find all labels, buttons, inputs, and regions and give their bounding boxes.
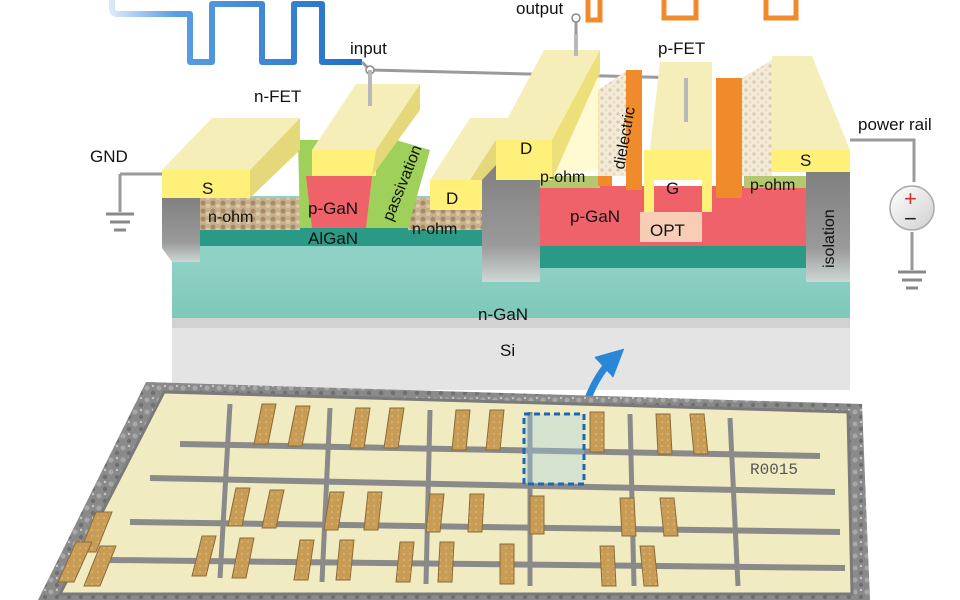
opt-region <box>640 212 702 242</box>
s-right-label: S <box>800 151 811 170</box>
algan-label: AlGaN <box>308 229 358 248</box>
gate-left-electrode <box>312 84 420 150</box>
n-gan-layer <box>172 262 850 318</box>
isolation-right <box>806 170 850 282</box>
svg-text:+: + <box>904 186 917 211</box>
gnd-label: GND <box>90 147 128 166</box>
p-ohm-right-label: p-ohm <box>750 177 795 194</box>
source-right-electrode <box>772 56 850 150</box>
p-gan-right-label: p-GaN <box>570 207 620 226</box>
si-label: Si <box>500 341 515 360</box>
drain-left-electrode <box>430 118 510 180</box>
ground-symbol-left <box>106 212 134 232</box>
ground-symbol-right <box>898 270 926 290</box>
highlight-box <box>522 412 586 486</box>
input-waveform <box>109 0 362 65</box>
battery-icon: + − <box>889 185 935 231</box>
opt-label: OPT <box>650 221 685 240</box>
p-fet-label: p-FET <box>658 39 705 58</box>
drain-mid-electrode <box>496 50 600 140</box>
n-ohm-left-region <box>200 198 300 230</box>
source-left-electrode <box>162 118 300 170</box>
isolation-label: isolation <box>821 209 838 268</box>
s-left-label: S <box>202 179 213 198</box>
isolation-mid <box>482 160 540 282</box>
output-waveform <box>585 0 603 23</box>
output-label: output <box>516 0 564 18</box>
si-layer <box>172 318 850 390</box>
gate-right-electrode <box>650 62 712 150</box>
p-ohm-left-region <box>540 176 600 188</box>
d-left-label: D <box>446 189 458 208</box>
output-waveform-2 <box>661 0 699 21</box>
chip-photo: R0015 <box>38 382 870 600</box>
input-label: input <box>350 39 387 58</box>
n-gan-label: n-GaN <box>478 305 528 324</box>
p-gan-left-region <box>306 176 372 228</box>
n-ohm-mid-label: n-ohm <box>412 221 457 238</box>
p-gan-left-label: p-GaN <box>308 199 358 218</box>
g-label: G <box>666 179 679 198</box>
d-mid-label: D <box>520 139 532 158</box>
output-waveform-3 <box>763 0 799 21</box>
n-fet-label: n-FET <box>254 87 301 106</box>
algan-layer <box>200 228 482 246</box>
n-ohm-left-label: n-ohm <box>208 209 253 226</box>
chip-id-label: R0015 <box>750 461 798 479</box>
isolation-left <box>162 196 200 262</box>
p-ohm-right-region <box>744 176 806 188</box>
power-rail-label: power rail <box>858 115 932 134</box>
power-rail-wire <box>850 138 916 182</box>
p-ohm-left-label: p-ohm <box>540 169 585 186</box>
svg-text:−: − <box>904 206 917 231</box>
